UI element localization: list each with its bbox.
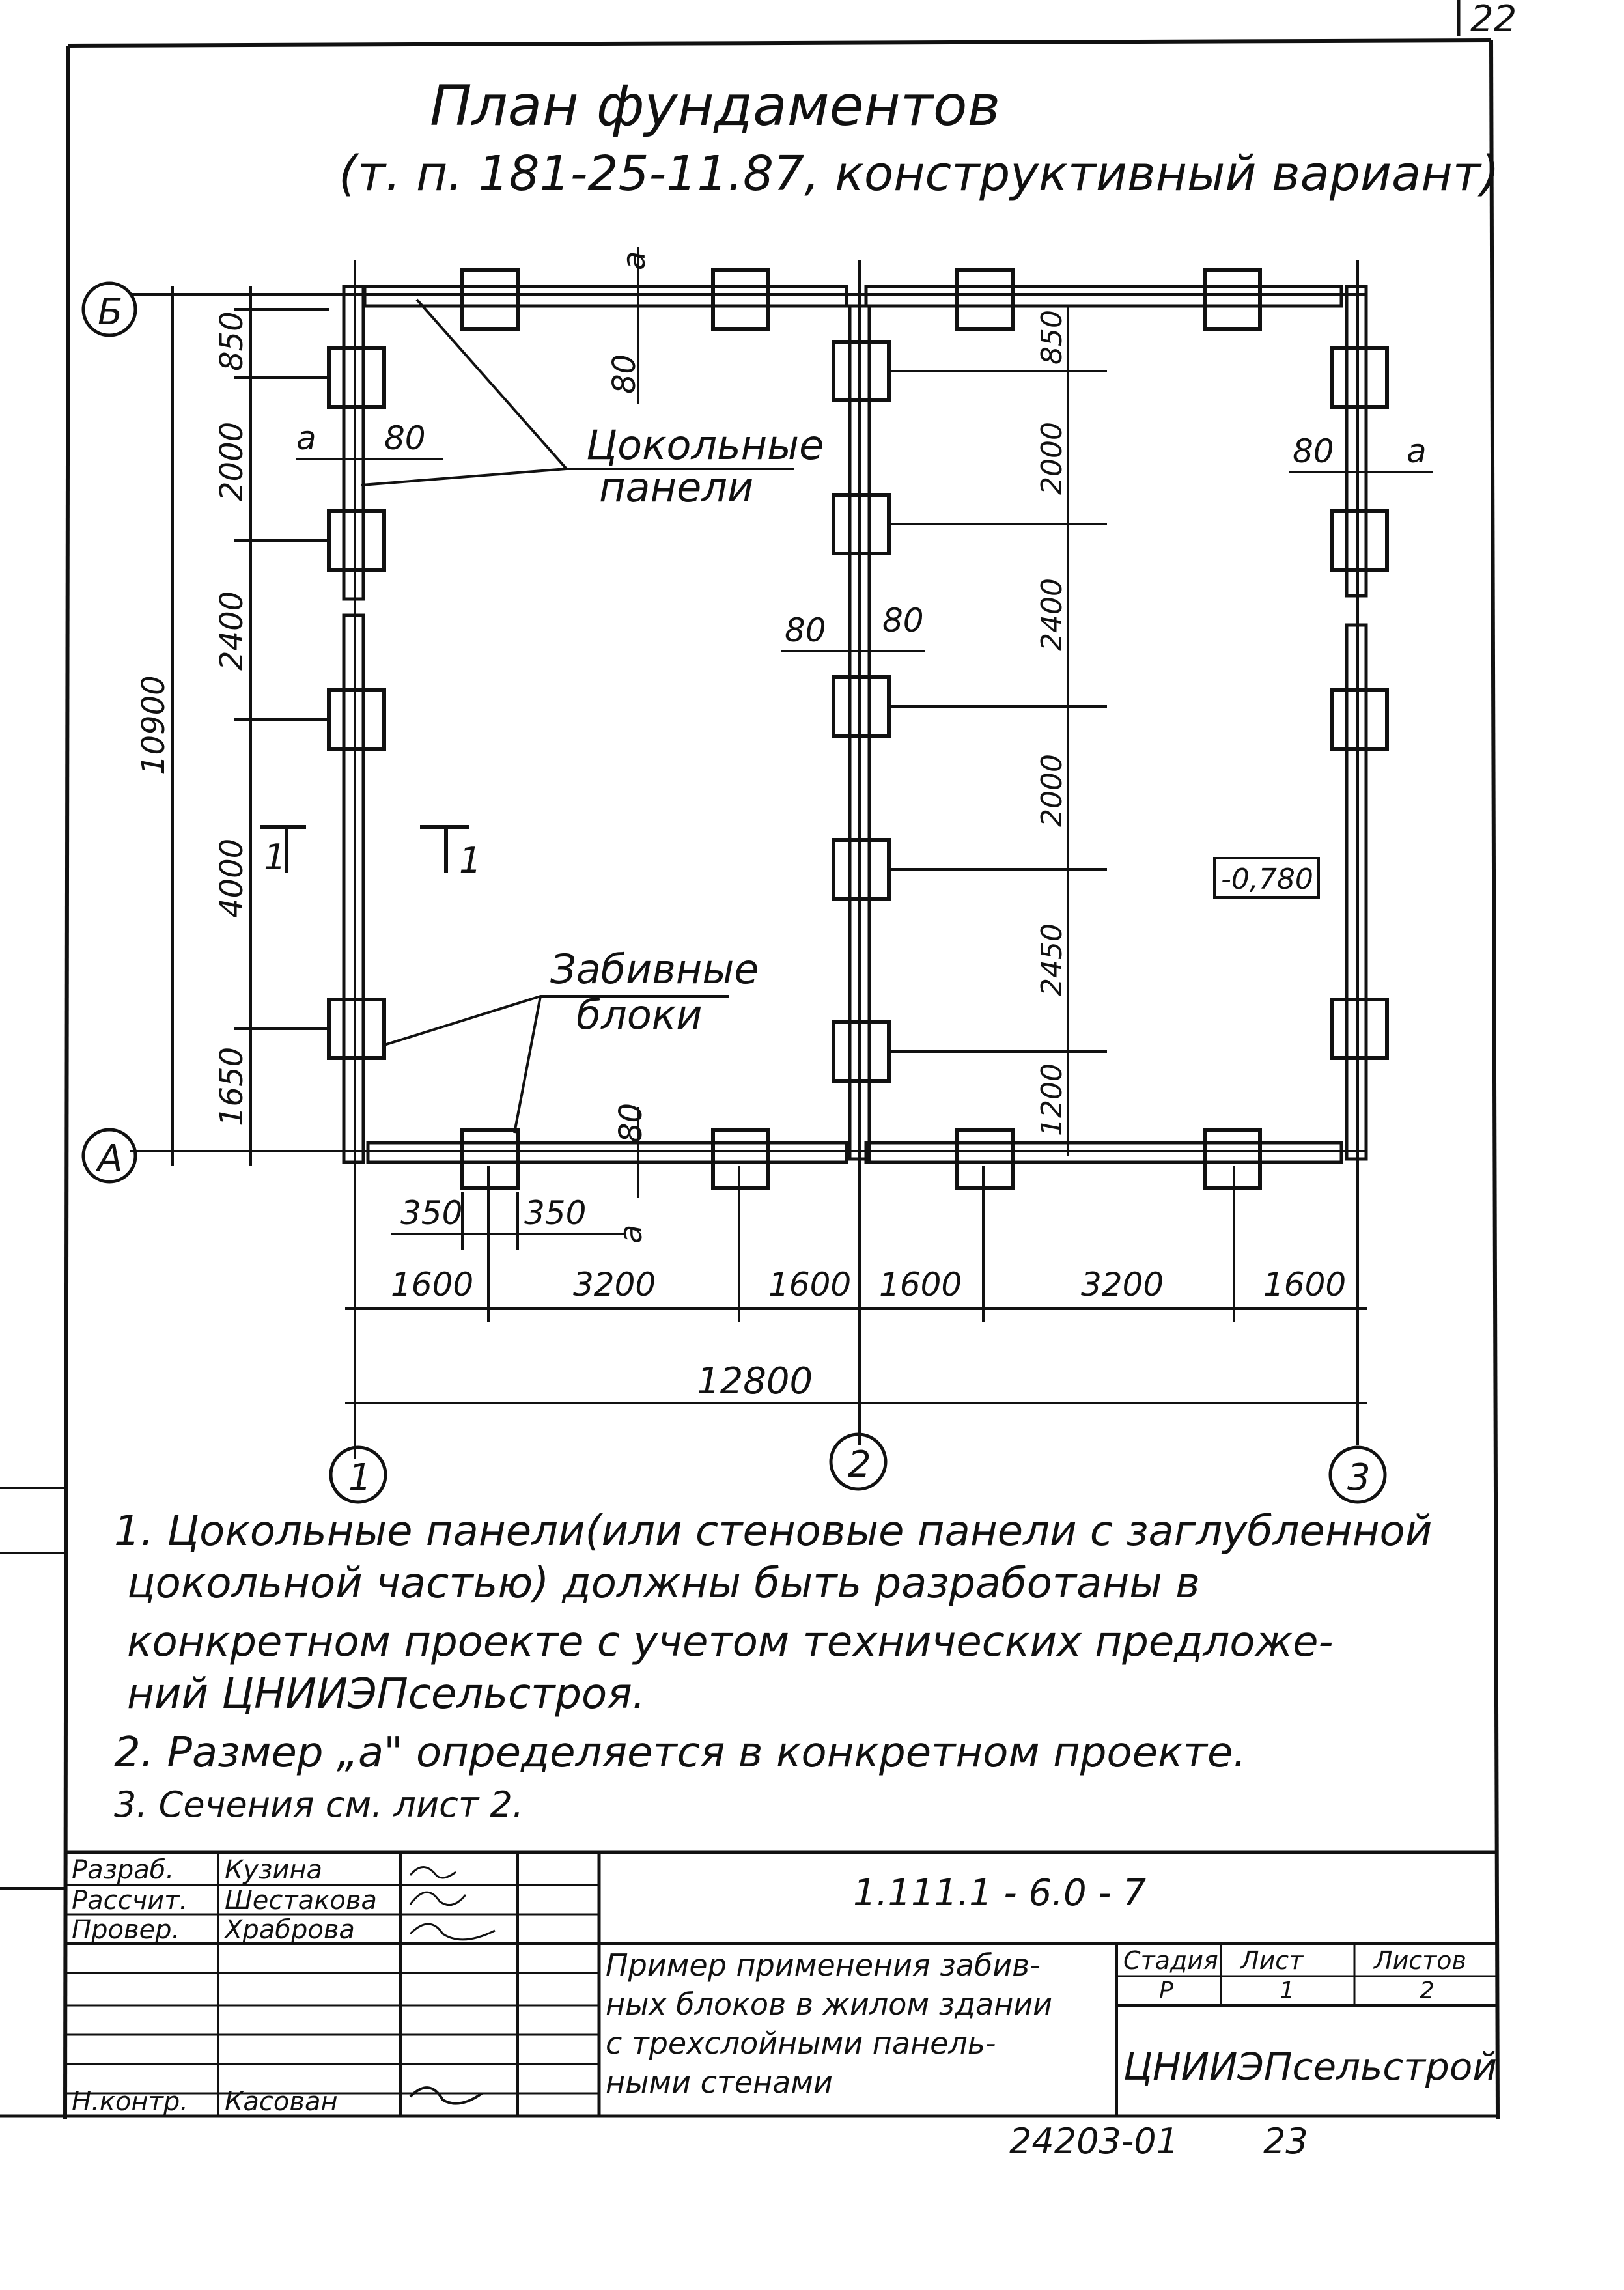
page-subtitle: (т. п. 181-25-11.87, конструктивный вари… xyxy=(339,146,1500,202)
dim-bottom-2: 3200 xyxy=(573,1266,656,1304)
axis-bubble-3 xyxy=(1328,1445,1387,1504)
offset-leaders xyxy=(296,247,1433,1198)
section-marks xyxy=(260,825,469,873)
dim-mid-5: 2450 xyxy=(1035,923,1069,996)
offset-a-right: а xyxy=(1407,432,1427,470)
tb-name-1: Кузина xyxy=(225,1855,322,1885)
offset-a-top: а xyxy=(616,251,652,270)
footer-page: 23 xyxy=(1263,2121,1308,2162)
tb-description-1: Пример применения забив- xyxy=(606,1948,1041,1983)
label-plinth-panels-1: Цокольные xyxy=(586,421,824,469)
sheet-corner-number: 22 xyxy=(1470,0,1517,40)
tb-organization: ЦНИИЭПсельстрой xyxy=(1123,2045,1498,2089)
axis-bubble-a xyxy=(81,1128,137,1184)
label-driven-blocks-1: Забивные xyxy=(550,945,759,993)
level-mark: -0,780 xyxy=(1221,863,1313,896)
note-line-1: 1. Цокольные панели(или стеновые панели … xyxy=(114,1507,1433,1556)
dim-total-width: 12800 xyxy=(697,1360,813,1403)
axis-label-3: 3 xyxy=(1347,1457,1371,1499)
offset-a-bottom: а xyxy=(613,1225,649,1244)
tb-description-3: с трехслойными панель- xyxy=(606,2026,996,2061)
offset-80-mid-left: 80 xyxy=(785,611,826,649)
dim-left-1: 850 xyxy=(214,311,250,371)
offset-80-mid-right: 80 xyxy=(882,602,924,639)
footer-archive-number: 24203-01 xyxy=(1009,2121,1179,2162)
axis-label-a: А xyxy=(96,1138,122,1180)
tb-sheets: 2 xyxy=(1420,1977,1435,2004)
dim-mid-6: 1200 xyxy=(1035,1063,1069,1136)
level-mark-box xyxy=(1213,857,1320,899)
callout-leaders xyxy=(361,298,794,1134)
note-line-5: 2. Размер „а" определяется в конкретном … xyxy=(114,1729,1246,1777)
axis-label-1: 1 xyxy=(348,1457,372,1499)
section-mark-right: 1 xyxy=(459,840,481,881)
axis-bubble-1 xyxy=(329,1445,387,1504)
dim-left-5: 1650 xyxy=(214,1047,250,1126)
note-line-4: ний ЦНИИЭПсельстроя. xyxy=(127,1670,646,1718)
dim-mid-2: 2000 xyxy=(1035,422,1069,495)
dim-left-4: 4000 xyxy=(214,839,250,918)
tb-role-3: Провер. xyxy=(72,1915,180,1945)
tb-doc-code: 1.111.1 - 6.0 - 7 xyxy=(853,1872,1147,1914)
axis-bubble-2 xyxy=(829,1432,888,1491)
tb-description-2: ных блоков в жилом здании xyxy=(606,1987,1053,2022)
driven-blocks xyxy=(327,268,1389,1190)
signatures xyxy=(409,1866,496,2105)
tb-name-7: Касован xyxy=(225,2087,338,2117)
offset-80-bottom: 80 xyxy=(613,1103,649,1143)
axis-bubble-b xyxy=(81,281,137,337)
tb-sheet: 1 xyxy=(1280,1977,1295,2004)
tb-description-4: ными стенами xyxy=(606,2065,833,2100)
tb-role-7: Н.контр. xyxy=(72,2087,188,2117)
label-plinth-panels-2: панели xyxy=(599,464,753,511)
offset-80-left: 80 xyxy=(384,419,426,457)
page-title: План фундаментов xyxy=(430,74,1001,139)
tb-sheet-header: Лист xyxy=(1240,1946,1304,1975)
section-mark-left: 1 xyxy=(264,837,286,878)
label-driven-blocks-2: блоки xyxy=(576,991,703,1039)
left-dimension-lines xyxy=(156,286,329,1166)
offset-a-left: а xyxy=(296,419,316,457)
offset-80-right: 80 xyxy=(1293,432,1334,470)
dim-mid-1: 850 xyxy=(1035,310,1069,365)
note-line-6: 3. Сечения см. лист 2. xyxy=(114,1784,524,1825)
dim-bottom-4: 1600 xyxy=(879,1266,962,1304)
dim-bottom-5: 3200 xyxy=(1081,1266,1164,1304)
tb-sheets-header: Листов xyxy=(1374,1946,1466,1975)
dim-block-width-1: 350 xyxy=(400,1194,462,1232)
dim-left-2: 2000 xyxy=(214,422,250,501)
note-line-2: цокольной частью) должны быть разработан… xyxy=(127,1559,1200,1608)
dim-block-width-2: 350 xyxy=(524,1194,586,1232)
tb-role-2: Рассчит. xyxy=(72,1886,188,1916)
offset-80-top: 80 xyxy=(606,354,643,394)
tb-name-2: Шестакова xyxy=(225,1886,377,1916)
dim-total-height: 10900 xyxy=(135,675,172,775)
dim-bottom-3: 1600 xyxy=(768,1266,851,1304)
note-line-3: конкретном проекте с учетом технических … xyxy=(127,1618,1334,1666)
dim-bottom-6: 1600 xyxy=(1263,1266,1346,1304)
dim-bottom-1: 1600 xyxy=(391,1266,473,1304)
tb-role-1: Разраб. xyxy=(72,1855,175,1885)
middle-dimension-lines xyxy=(889,306,1107,1156)
tb-name-3: Храброва xyxy=(225,1915,355,1945)
dim-left-3: 2400 xyxy=(214,591,250,671)
tb-stage-header: Стадия xyxy=(1123,1946,1218,1975)
dim-mid-4: 2000 xyxy=(1035,754,1069,827)
title-block-grid xyxy=(65,1850,1498,2116)
bottom-dimension-lines xyxy=(345,1166,1367,1419)
tb-stage: Р xyxy=(1159,1977,1173,2004)
foundation-plan xyxy=(342,285,1368,1164)
axis-label-b: Б xyxy=(98,291,122,333)
axis-label-2: 2 xyxy=(848,1444,871,1486)
drawing-frame xyxy=(0,0,1500,2120)
dim-mid-3: 2400 xyxy=(1035,578,1069,651)
